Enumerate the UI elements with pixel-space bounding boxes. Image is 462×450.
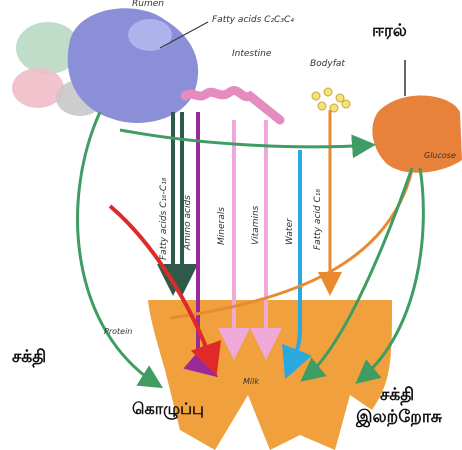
label-rumen: Rumen bbox=[132, 0, 164, 9]
arrow-energy-left bbox=[78, 112, 158, 385]
label-fatty-acids-short: Fatty acids C₂C₃C₄ bbox=[212, 15, 294, 25]
bodyfat-droplets bbox=[312, 88, 350, 112]
label-energy-right: சக்தி bbox=[380, 385, 414, 405]
arrow-energy-rumen-liver bbox=[120, 130, 370, 147]
label-water: Water bbox=[285, 217, 295, 245]
label-bodyfat: Bodyfat bbox=[310, 59, 345, 69]
label-glucose: Glucose bbox=[424, 151, 456, 160]
label-vitamins: Vitamins bbox=[251, 205, 261, 245]
label-fatty-acids-long: Fatty acids C₁₆-C₁₈ bbox=[159, 177, 169, 260]
label-lactose: இலற்றோசு bbox=[355, 407, 443, 427]
label-milk: Milk bbox=[243, 377, 259, 386]
label-fat: கொழுப்பு bbox=[132, 399, 204, 419]
label-protein: Protein bbox=[104, 327, 132, 336]
label-fatty-acid-c18: Fatty acid C₁₈ bbox=[313, 189, 323, 250]
label-liver: ஈரல் bbox=[372, 21, 407, 41]
rumen-organ bbox=[12, 8, 198, 123]
label-minerals: Minerals bbox=[217, 207, 227, 245]
label-energy-left: சக்தி bbox=[12, 347, 46, 367]
udder-organ bbox=[148, 300, 392, 450]
label-intestine: Intestine bbox=[232, 49, 272, 59]
liver-organ bbox=[372, 95, 462, 172]
label-amino-acids: Amino acids bbox=[183, 195, 193, 251]
